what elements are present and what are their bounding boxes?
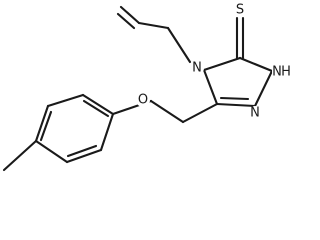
atom-nitrogen-1: N (250, 106, 260, 121)
bond-ar-5 (65, 148, 103, 164)
bond-ar-1 (81, 93, 115, 116)
bond-c3-nh (238, 56, 274, 73)
bond-nh-n1 (253, 69, 274, 108)
bond-ar-2 (46, 93, 85, 108)
atom-hydrogen-nh: H (281, 65, 291, 80)
bond-ar-inner-2 (39, 110, 53, 142)
bond-allyl-double-a (119, 5, 141, 25)
bond-c5-ch2 (181, 102, 219, 124)
bond-ar-3 (34, 104, 50, 143)
atom-nitrogen-4: N (192, 61, 202, 76)
bond-n4-c3 (202, 56, 242, 72)
bond-ar-4 (34, 139, 69, 164)
bond-ar-inner-3 (66, 144, 98, 158)
bond-n1-c5 (215, 102, 257, 108)
bond-ar-6 (99, 112, 115, 152)
atom-sulfur: S (236, 3, 244, 18)
atom-oxygen: O (138, 93, 148, 108)
bond-allyl-vinyl (137, 21, 170, 30)
bond-ar-inner-1 (82, 99, 110, 118)
molecule-drawing: S N N H N O (2, 3, 291, 172)
bond-allyl-double-b (116, 12, 136, 30)
bond-allyl-ch2 (166, 26, 192, 64)
bond-n1-c5-inner (219, 96, 250, 101)
bond-methyl (2, 139, 38, 172)
atom-nitrogen-nh: N (272, 65, 282, 80)
bond-c5-n4 (202, 68, 219, 106)
structure-diagram: S N N H N O (2, 3, 291, 172)
bond-ch2-o (149, 99, 185, 124)
